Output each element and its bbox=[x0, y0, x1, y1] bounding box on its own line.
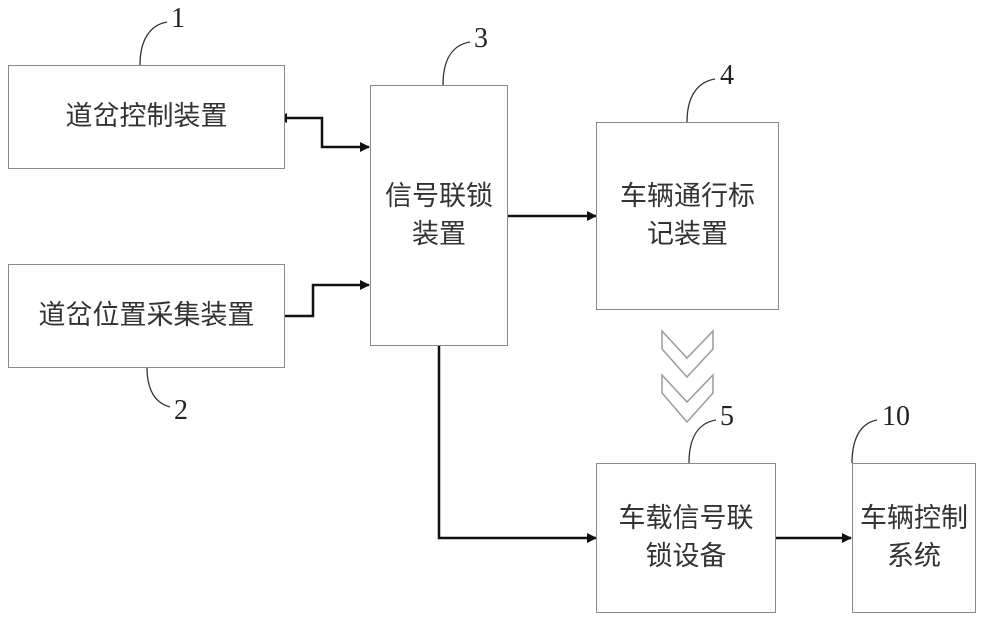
leader-3 bbox=[442, 41, 471, 86]
block-label-line: 系统 bbox=[887, 541, 941, 572]
arrow-2-3 bbox=[284, 280, 370, 318]
block-vehicle-passage-marking: 车辆通行标 记装置 bbox=[596, 122, 779, 310]
ref-number: 1 bbox=[171, 3, 185, 34]
leader-2 bbox=[146, 366, 171, 408]
block-label-line: 记装置 bbox=[647, 219, 728, 250]
block-label-line: 车辆通行标 bbox=[620, 181, 755, 212]
leader-4 bbox=[686, 78, 716, 123]
ref-number: 3 bbox=[474, 23, 488, 54]
arrow-1-3 bbox=[277, 113, 370, 152]
block-label-line: 锁设备 bbox=[645, 541, 727, 572]
block-label-line: 装置 bbox=[412, 218, 466, 250]
block-label: 道岔控制装置 bbox=[65, 101, 228, 132]
block-vehicle-control-system: 车辆控制 系统 bbox=[852, 463, 976, 613]
block-label: 道岔位置采集装置 bbox=[38, 300, 255, 331]
block-label-line: 车载信号联 bbox=[618, 503, 754, 534]
block-turnout-position-acquisition: 道岔位置采集装置 bbox=[8, 264, 285, 368]
ref-number: 4 bbox=[720, 60, 734, 91]
ref-number: 2 bbox=[174, 395, 188, 426]
leader-1 bbox=[139, 21, 168, 66]
block-onboard-interlocking: 车载信号联 锁设备 bbox=[596, 463, 776, 613]
block-signal-interlocking: 信号联锁 装置 bbox=[370, 85, 508, 346]
chevron-down-icon bbox=[661, 373, 714, 424]
leader-10 bbox=[851, 419, 878, 464]
block-label-line: 车辆控制 bbox=[860, 503, 968, 534]
block-label-line: 信号联锁 bbox=[385, 180, 493, 212]
arrow-3-5 bbox=[437, 345, 597, 543]
ref-number: 5 bbox=[720, 401, 734, 432]
block-turnout-control: 道岔控制装置 bbox=[8, 65, 285, 169]
ref-number: 10 bbox=[882, 401, 910, 432]
chevron-down-icon bbox=[661, 329, 714, 379]
leader-5 bbox=[688, 419, 717, 464]
